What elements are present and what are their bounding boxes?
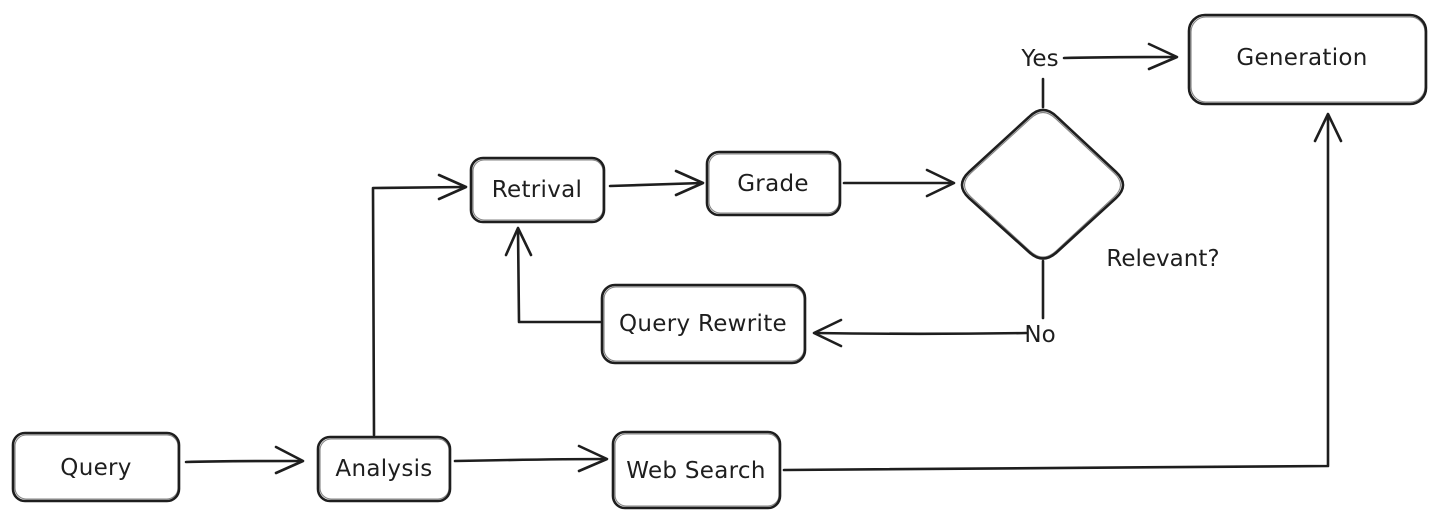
edge-web-search-to-generation <box>782 113 1330 472</box>
edge-query-to-analysis <box>184 459 304 464</box>
node-query-label: Query <box>60 455 131 481</box>
edge-analysis-to-retrival <box>371 185 467 437</box>
edge-analysis-to-retrival-arrowhead <box>437 173 468 201</box>
edge-grade-to-decision-arrowhead <box>925 168 956 198</box>
node-query[interactable]: Query <box>11 431 181 503</box>
node-web-search[interactable]: Web Search <box>611 430 782 510</box>
node-retrival[interactable]: Retrival <box>469 156 606 224</box>
node-retrival-label: Retrival <box>492 177 582 203</box>
edge-yes-to-generation-arrowhead <box>1147 42 1179 71</box>
node-grade-label: Grade <box>737 171 809 197</box>
node-web-search-label: Web Search <box>626 458 765 484</box>
edge-query-rewrite-to-retrival <box>516 227 602 324</box>
node-generation[interactable]: Generation <box>1187 13 1428 106</box>
node-grade[interactable]: Grade <box>705 150 842 217</box>
edge-no-to-query-rewrite-arrowhead <box>812 318 843 348</box>
decision-label-relevant: Relevant? <box>1106 246 1219 272</box>
nodes: Query Analysis Web Search Retrival Grade <box>11 13 1428 510</box>
edge-retrival-to-grade-arrowhead <box>674 169 705 197</box>
edge-retrival-to-grade <box>608 181 704 188</box>
node-analysis[interactable]: Analysis <box>316 435 452 503</box>
edge-labels: Yes No Relevant? <box>1020 46 1219 348</box>
node-analysis-label: Analysis <box>335 456 432 482</box>
node-query-rewrite-label: Query Rewrite <box>619 311 787 337</box>
edge-web-search-to-generation-arrowhead <box>1313 112 1343 143</box>
edge-label-yes: Yes <box>1020 46 1058 72</box>
node-generation-label: Generation <box>1236 45 1367 71</box>
edge-yes-to-generation <box>1062 55 1178 60</box>
edge-label-no: No <box>1024 322 1055 348</box>
decision-diamond[interactable] <box>960 108 1125 260</box>
edge-analysis-to-web-search <box>453 457 608 463</box>
edges <box>184 42 1343 475</box>
edge-query-to-analysis-arrowhead <box>274 445 305 475</box>
edge-no-to-query-rewrite <box>813 331 1028 336</box>
edge-query-rewrite-to-retrival-arrowhead <box>504 226 533 257</box>
edge-analysis-to-web-search-arrowhead <box>577 444 609 473</box>
node-query-rewrite[interactable]: Query Rewrite <box>600 283 807 365</box>
